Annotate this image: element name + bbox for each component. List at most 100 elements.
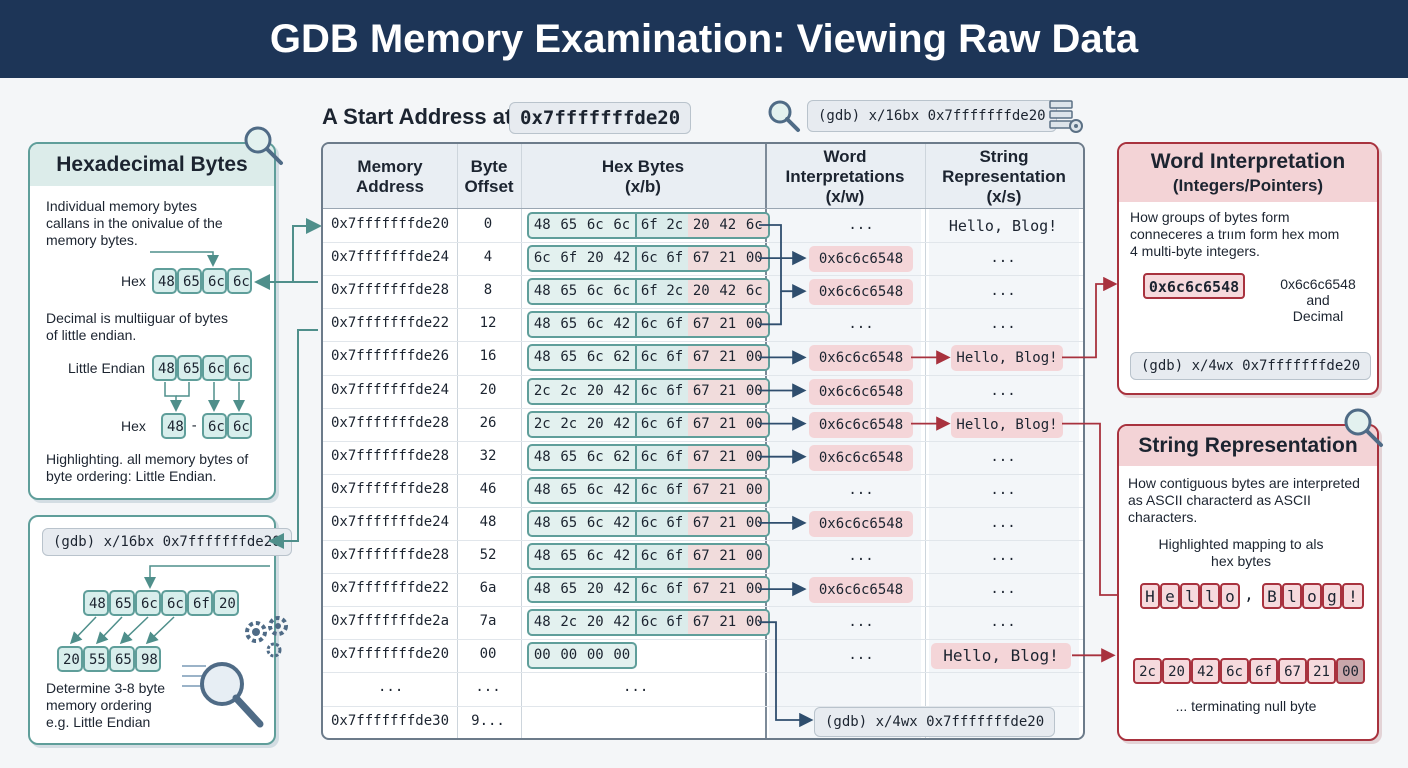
hex-byte: 6c bbox=[586, 316, 604, 333]
hex-byte: 6c bbox=[635, 478, 662, 502]
string-value: ... bbox=[990, 481, 1016, 498]
hex-byte: 00 bbox=[586, 647, 604, 664]
row-divider bbox=[323, 275, 1083, 277]
hex-byte: 6c bbox=[613, 217, 631, 233]
header-divider bbox=[323, 208, 1083, 209]
header-hex: Hex Bytes(x/b) bbox=[521, 144, 765, 209]
hex-byte: 00 bbox=[741, 511, 768, 535]
hex-byte: 6f bbox=[560, 250, 578, 267]
hex-bytes-panel: Hexadecimal Bytes bbox=[28, 142, 276, 500]
hex-byte: 67 bbox=[688, 611, 715, 635]
hex-byte: 00 bbox=[741, 313, 768, 337]
row-offset: ... bbox=[475, 679, 501, 696]
hex-byte: 6f bbox=[661, 578, 688, 602]
hex-byte: 2c bbox=[533, 415, 551, 432]
hex-byte: 67 bbox=[688, 412, 715, 436]
string-byte: 42 bbox=[1191, 658, 1220, 684]
string-value: Hello, Blog! bbox=[951, 345, 1063, 372]
word-command[interactable]: (gdb) x/4wx 0x7fffffffde20 bbox=[1130, 352, 1372, 380]
hex-byte: 21 bbox=[714, 313, 741, 337]
hex-byte: 6c bbox=[635, 247, 662, 271]
hex-byte: 00 bbox=[741, 445, 768, 469]
little-endian-label: Little Endian bbox=[68, 360, 146, 376]
hex-byte: 6c bbox=[586, 349, 604, 366]
left-command[interactable]: (gdb) x/16bx 0x7fffffffde20 bbox=[42, 528, 292, 556]
hex-byte: 48 bbox=[533, 548, 551, 564]
hex-byte: 6f bbox=[661, 611, 688, 635]
le-byte: 48 bbox=[152, 355, 177, 381]
word-panel-header: Word Interpretation (Integers/Pointers) bbox=[1119, 144, 1377, 202]
hex-byte: 6f bbox=[661, 445, 688, 469]
row-offset: 20 bbox=[479, 381, 497, 398]
hex-byte: 2c bbox=[661, 280, 688, 304]
row-b-byte: 20 bbox=[57, 646, 83, 672]
title-bar: GDB Memory Examination: Viewing Raw Data bbox=[0, 0, 1408, 78]
word-value: ... bbox=[848, 548, 874, 564]
bottom-command[interactable]: (gdb) x/4wx 0x7fffffffde20 bbox=[814, 707, 1056, 737]
hex-byte: 6c bbox=[741, 214, 768, 237]
row-divider bbox=[323, 639, 1083, 641]
hex-byte: 21 bbox=[714, 445, 741, 469]
row-address: 0x7fffffffde2a bbox=[331, 613, 450, 630]
row-offset: 4 bbox=[483, 249, 493, 266]
string-byte: 20 bbox=[1162, 658, 1191, 684]
le-byte: 6c bbox=[227, 355, 252, 381]
row-b-byte: 65 bbox=[109, 646, 135, 672]
word-value: 0x6c6c6548 bbox=[809, 345, 913, 372]
row-address: 0x7fffffffde22 bbox=[331, 315, 450, 332]
row-offset: 26 bbox=[479, 414, 497, 431]
row-offset: 52 bbox=[479, 547, 497, 563]
hex-byte: 6f bbox=[661, 379, 688, 403]
hex-byte: 65 bbox=[177, 268, 202, 294]
hex-byte: 21 bbox=[714, 545, 741, 568]
hex-byte: 6c bbox=[202, 268, 227, 294]
table-row: ......... bbox=[323, 672, 1083, 705]
row-offset: 48 bbox=[479, 513, 497, 530]
hex-byte: 00 bbox=[741, 346, 768, 370]
hex-byte: 42 bbox=[613, 481, 631, 498]
row-offset: 12 bbox=[479, 315, 497, 332]
word-value: 0x6c6c6548 bbox=[1143, 273, 1245, 299]
hex-byte: 65 bbox=[560, 217, 578, 233]
hex-byte: 42 bbox=[613, 614, 631, 631]
row-divider bbox=[323, 573, 1083, 575]
row-offset: 7a bbox=[479, 613, 497, 630]
row-divider bbox=[323, 242, 1083, 244]
hex-byte: 21 bbox=[714, 578, 741, 602]
hex-byte: 6c bbox=[635, 511, 662, 535]
hex-byte: 42 bbox=[613, 581, 631, 598]
to-word-panel-arrow bbox=[1062, 276, 1118, 359]
hex2-dash: - bbox=[190, 418, 199, 434]
hex-byte: 6c bbox=[635, 545, 662, 568]
hex-byte: 65 bbox=[560, 283, 578, 300]
string-footer: ... terminating null byte bbox=[1175, 698, 1317, 714]
le-byte: 6c bbox=[202, 355, 227, 381]
hex-byte: 00 bbox=[741, 611, 768, 635]
row-divider bbox=[323, 341, 1083, 343]
hex-byte: 2c bbox=[560, 382, 578, 399]
hex-byte: 42 bbox=[714, 280, 741, 304]
top-command[interactable]: (gdb) x/16bx 0x7fffffffde20 bbox=[807, 100, 1057, 132]
byte-link bbox=[759, 291, 782, 326]
hex-byte: 6f bbox=[661, 511, 688, 535]
hex-byte: 6c bbox=[586, 548, 604, 564]
row-address: 0x7fffffffde24 bbox=[331, 513, 450, 530]
hex-byte: 20 bbox=[586, 581, 604, 598]
hex-label: Hex bbox=[121, 273, 146, 289]
row-a-byte: 6f bbox=[187, 590, 213, 616]
